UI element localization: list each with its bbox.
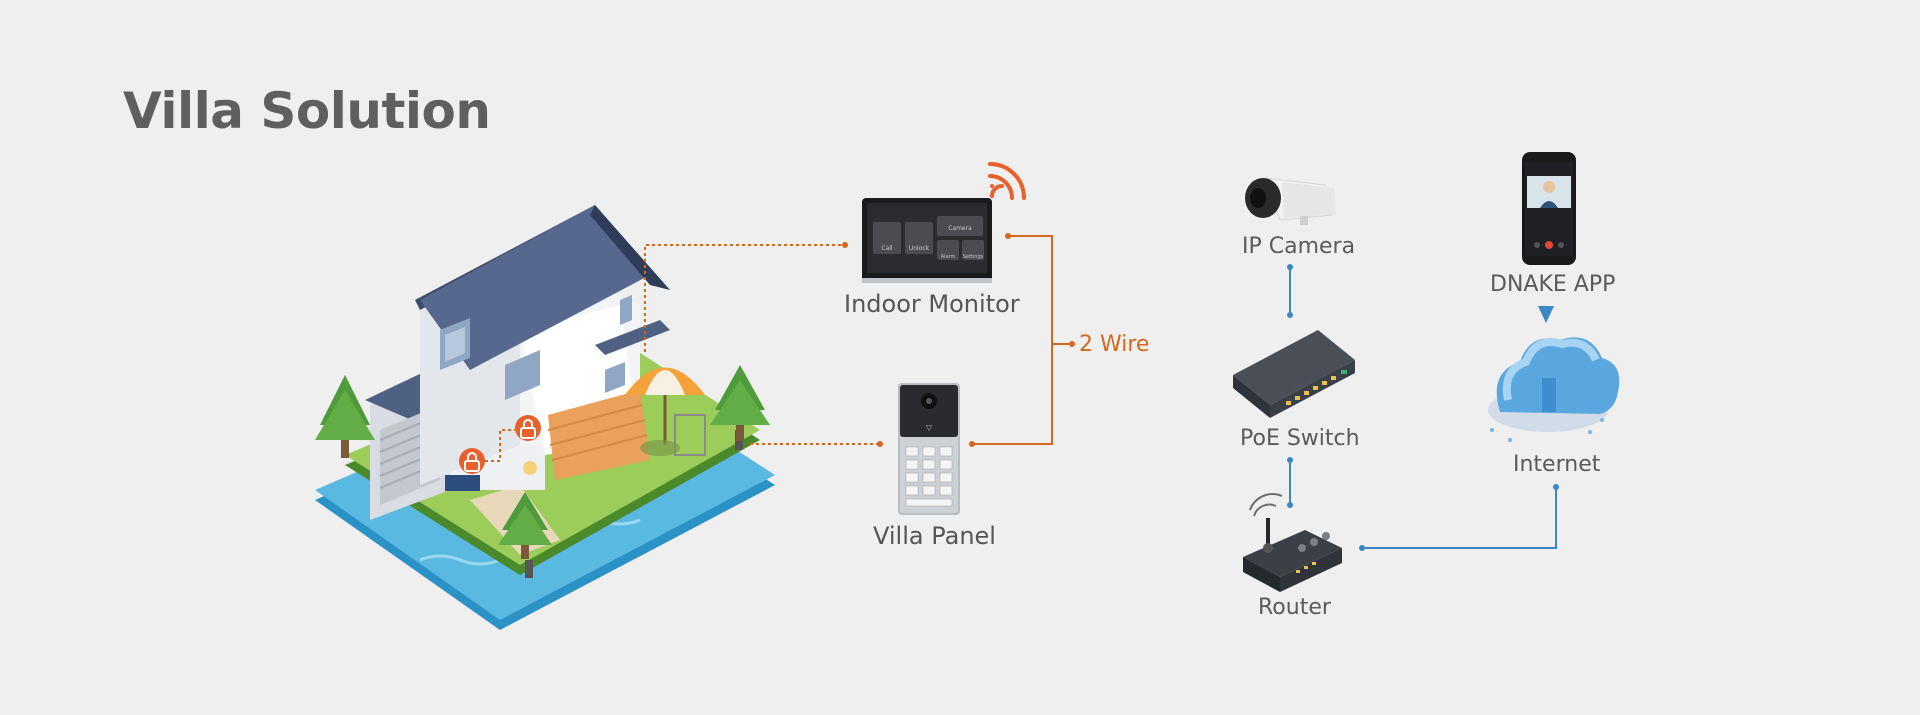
tree-icon xyxy=(498,492,552,559)
monitor-to-house-line xyxy=(644,244,845,352)
dnake-app-label: DNAKE APP xyxy=(1490,272,1616,297)
villa-panel-device: ▽ xyxy=(898,383,960,515)
svg-text:▽: ▽ xyxy=(926,423,933,432)
lock-badge-icon xyxy=(515,415,541,441)
app-to-cloud-arrow xyxy=(1538,306,1554,323)
tree-icon xyxy=(710,365,770,441)
cloud-icon xyxy=(1488,337,1620,442)
ip-camera-device xyxy=(1245,177,1336,225)
router-label: Router xyxy=(1258,595,1331,620)
router-signal-icon xyxy=(1249,493,1283,517)
ip-camera-label: IP Camera xyxy=(1242,234,1356,259)
tree-icon xyxy=(315,375,375,458)
internet-label: Internet xyxy=(1513,452,1601,477)
poe-switch-label: PoE Switch xyxy=(1240,426,1360,451)
villa-wiring xyxy=(485,235,1072,462)
router-device xyxy=(1243,493,1342,592)
page-title: Villa Solution xyxy=(123,82,491,140)
monitor-call-text: Call xyxy=(881,245,893,252)
monitor-unlock-text: Unlock xyxy=(909,245,930,252)
indoor-monitor-label: Indoor Monitor xyxy=(844,290,1020,318)
monitor-alarm-text: Alarm xyxy=(941,254,956,260)
lock-badge-icon xyxy=(459,448,485,474)
monitor-camera-text: Camera xyxy=(948,225,972,232)
network-wiring xyxy=(1289,267,1557,549)
wifi-icon xyxy=(988,162,1026,200)
smartphone-device xyxy=(1522,152,1576,265)
villa-panel-label: Villa Panel xyxy=(873,522,996,550)
monitor-settings-text: Settings xyxy=(963,254,984,260)
villa-illustration xyxy=(315,205,775,630)
indoor-monitor-device: Call Unlock Camera Alarm Settings xyxy=(862,198,992,283)
lock-link-line xyxy=(485,429,515,462)
poe-switch-device xyxy=(1233,330,1355,418)
two-wire-bracket xyxy=(972,235,1053,445)
router-to-internet-line xyxy=(1362,487,1557,549)
two-wire-label: 2 Wire xyxy=(1079,332,1150,357)
